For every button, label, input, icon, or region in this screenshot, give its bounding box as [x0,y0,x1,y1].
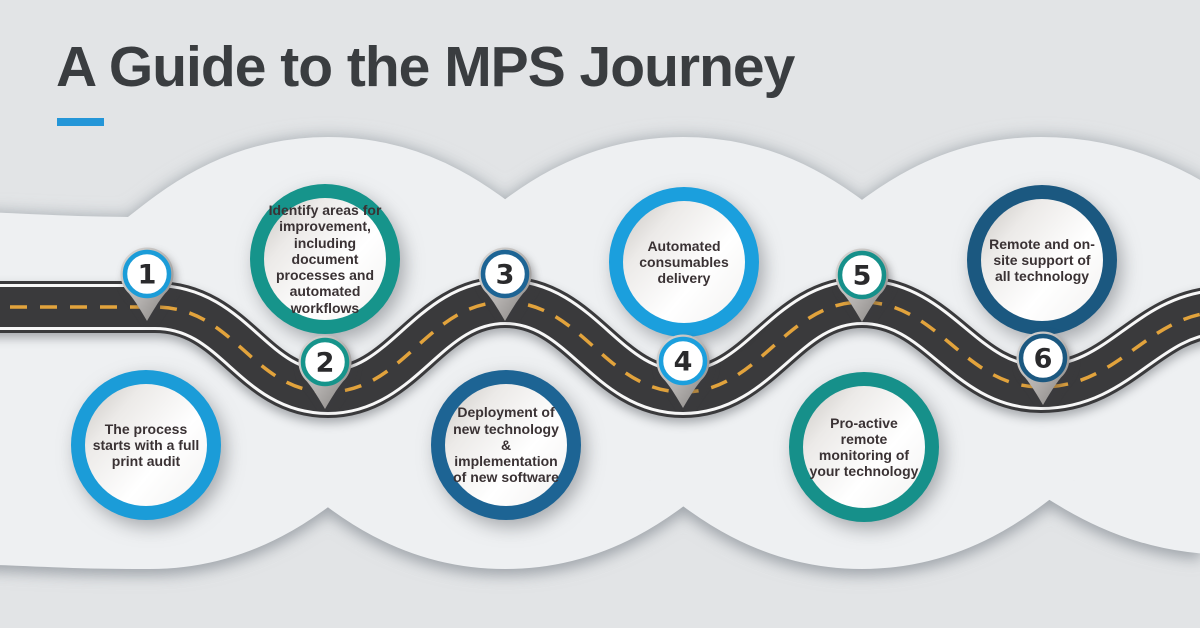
step-bubble-6: Remote and on-site support of all techno… [967,185,1117,335]
step-bubble-2: Identify areas for improvement, includin… [250,184,400,334]
step-label-1: The process starts with a full print aud… [92,420,200,470]
map-pin-icon-2: 2 [298,335,352,409]
step-label-3: Deployment of new technology & implement… [453,404,559,486]
map-pin-icon-1: 1 [120,247,174,321]
step-bubble-3: Deployment of new technology & implement… [431,370,581,520]
map-pin-icon-6: 6 [1016,331,1070,405]
map-pin-icon-5: 5 [835,248,889,322]
pin-number-1: 1 [138,260,157,291]
pin-number-5: 5 [853,261,872,292]
map-pin-icon-3: 3 [478,247,532,321]
step-bubble-1: The process starts with a full print aud… [71,370,221,520]
step-bubble-5: Pro-active remote monitoring of your tec… [789,372,939,522]
step-label-5: Pro-active remote monitoring of your tec… [809,414,919,480]
pin-number-2: 2 [316,348,335,379]
map-pin-icon-4: 4 [656,334,710,408]
title-underline-bar [57,118,104,126]
step-label-4: Automated consumables delivery [639,237,729,287]
step-label-6: Remote and on-site support of all techno… [989,235,1095,285]
pin-number-3: 3 [496,260,515,291]
pin-number-4: 4 [674,347,693,378]
step-bubble-4: Automated consumables delivery [609,187,759,337]
pin-number-6: 6 [1034,344,1053,375]
step-label-2: Identify areas for improvement, includin… [268,202,382,316]
page-title: A Guide to the MPS Journey [56,35,795,99]
